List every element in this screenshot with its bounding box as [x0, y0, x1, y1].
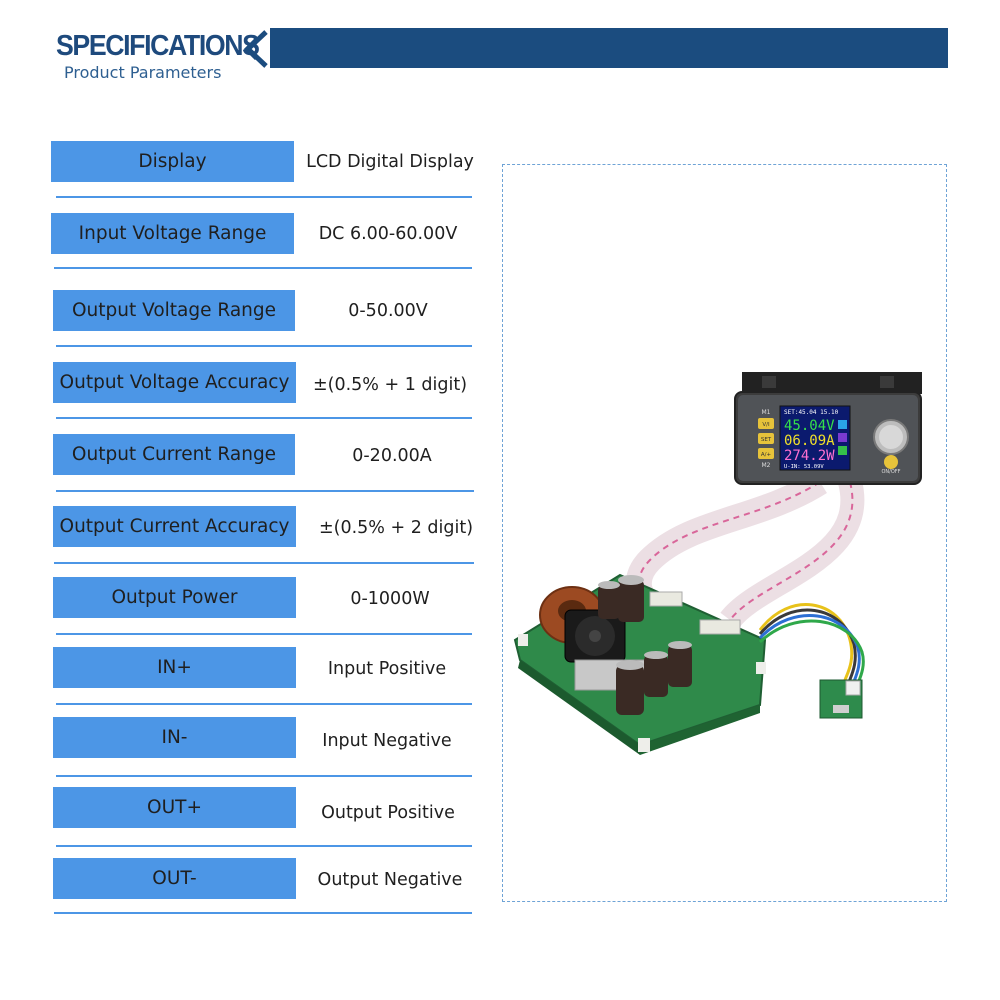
status-icon — [838, 446, 847, 455]
spec-key-in-plus: IN+ — [53, 647, 296, 688]
on-off-label: ON/OFF — [881, 469, 900, 475]
divider — [56, 345, 472, 347]
spec-value-output-power: 0-1000W — [350, 588, 430, 609]
divider — [56, 775, 472, 777]
spec-row-output-current-accuracy: Output Current Accuracy ±(0.5% + 2 digit… — [0, 0, 480, 564]
spec-row-out-minus: OUT- Output Negative — [0, 0, 480, 914]
chevron-left-icon — [243, 30, 268, 68]
m2-label: M2 — [762, 462, 771, 469]
page-subtitle: Product Parameters — [64, 63, 222, 82]
spec-key-out-plus: OUT+ — [53, 787, 296, 828]
ai-button[interactable] — [758, 448, 774, 459]
capacitor — [598, 575, 692, 715]
divider — [54, 267, 472, 269]
divider — [56, 490, 474, 492]
spec-row-input-voltage: Input Voltage Range DC 6.00-60.00V — [0, 0, 480, 269]
vi-button[interactable] — [758, 418, 774, 429]
usb-port — [833, 705, 849, 713]
product-illustration: M1 V/I SET A/+ M2 SET:45.04 15.10 45.04V… — [513, 372, 922, 755]
lcd-current: 06.09A — [784, 433, 835, 449]
spec-key-input-voltage: Input Voltage Range — [51, 213, 294, 254]
connector — [699, 619, 741, 635]
spec-row-output-voltage-range: Output Voltage Range 0-50.00V — [0, 0, 480, 347]
connector — [649, 591, 683, 607]
spec-key-output-power: Output Power — [53, 577, 296, 618]
spec-value-output-voltage-accuracy: ±(0.5% + 1 digit) — [312, 374, 468, 395]
divider — [56, 196, 472, 198]
spec-value-output-current-range: 0-20.00A — [352, 445, 432, 466]
spec-key-output-current-range: Output Current Range — [53, 434, 295, 475]
power-button[interactable] — [884, 455, 898, 469]
lcd-set-line: SET:45.04 15.10 — [784, 409, 839, 416]
page-header: SPECIFICATIONS Product Parameters — [0, 0, 1000, 110]
spec-key-display: Display — [51, 141, 294, 182]
product-photo-frame — [502, 164, 947, 902]
divider — [54, 912, 472, 914]
vi-button-label: V/I — [762, 422, 770, 428]
page-title: SPECIFICATIONS — [56, 30, 260, 62]
divider — [56, 845, 472, 847]
lcd-voltage: 45.04V — [784, 418, 835, 434]
status-icon — [838, 433, 847, 442]
spec-value-out-minus: Output Negative — [317, 869, 463, 890]
spec-value-output-current-accuracy: ±(0.5% + 2 digit) — [318, 517, 474, 538]
spec-row-in-plus: IN+ Input Positive — [0, 0, 480, 705]
divider — [56, 703, 472, 705]
spec-value-input-voltage: DC 6.00-60.00V — [318, 223, 458, 244]
ai-button-label: A/+ — [761, 452, 772, 458]
spec-key-out-minus: OUT- — [53, 858, 296, 899]
spec-key-output-voltage-accuracy: Output Voltage Accuracy — [53, 362, 296, 403]
spec-key-in-minus: IN- — [53, 717, 296, 758]
main-pcb — [513, 573, 767, 755]
lcd-power: 274.2W — [784, 448, 835, 464]
spec-value-out-plus: Output Positive — [321, 802, 455, 823]
spec-value-output-voltage-range: 0-50.00V — [348, 300, 428, 321]
set-button[interactable] — [758, 433, 774, 444]
divider — [56, 417, 472, 419]
header-bar — [270, 28, 948, 68]
spec-value-in-plus: Input Positive — [327, 658, 447, 679]
spec-key-output-current-accuracy: Output Current Accuracy — [53, 506, 296, 547]
divider — [54, 562, 474, 564]
spec-value-in-minus: Input Negative — [322, 730, 452, 751]
m1-label: M1 — [762, 409, 771, 416]
spec-row-display: Display LCD Digital Display — [0, 0, 480, 198]
divider — [56, 633, 472, 635]
set-button-label: SET — [761, 437, 772, 443]
spec-row-output-current-range: Output Current Range 0-20.00A — [0, 0, 480, 492]
lcd-input-line: U-IN: 53.09V — [784, 464, 824, 470]
spec-key-output-voltage-range: Output Voltage Range — [53, 290, 295, 331]
spec-row-output-voltage-accuracy: Output Voltage Accuracy ±(0.5% + 1 digit… — [0, 0, 480, 419]
spec-value-display: LCD Digital Display — [306, 151, 474, 172]
spec-row-in-minus: IN- Input Negative — [0, 0, 480, 777]
spec-row-out-plus: OUT+ Output Positive — [0, 0, 480, 847]
wire-harness — [758, 603, 865, 687]
status-icon — [838, 420, 847, 429]
spec-row-output-power: Output Power 0-1000W — [0, 0, 480, 635]
